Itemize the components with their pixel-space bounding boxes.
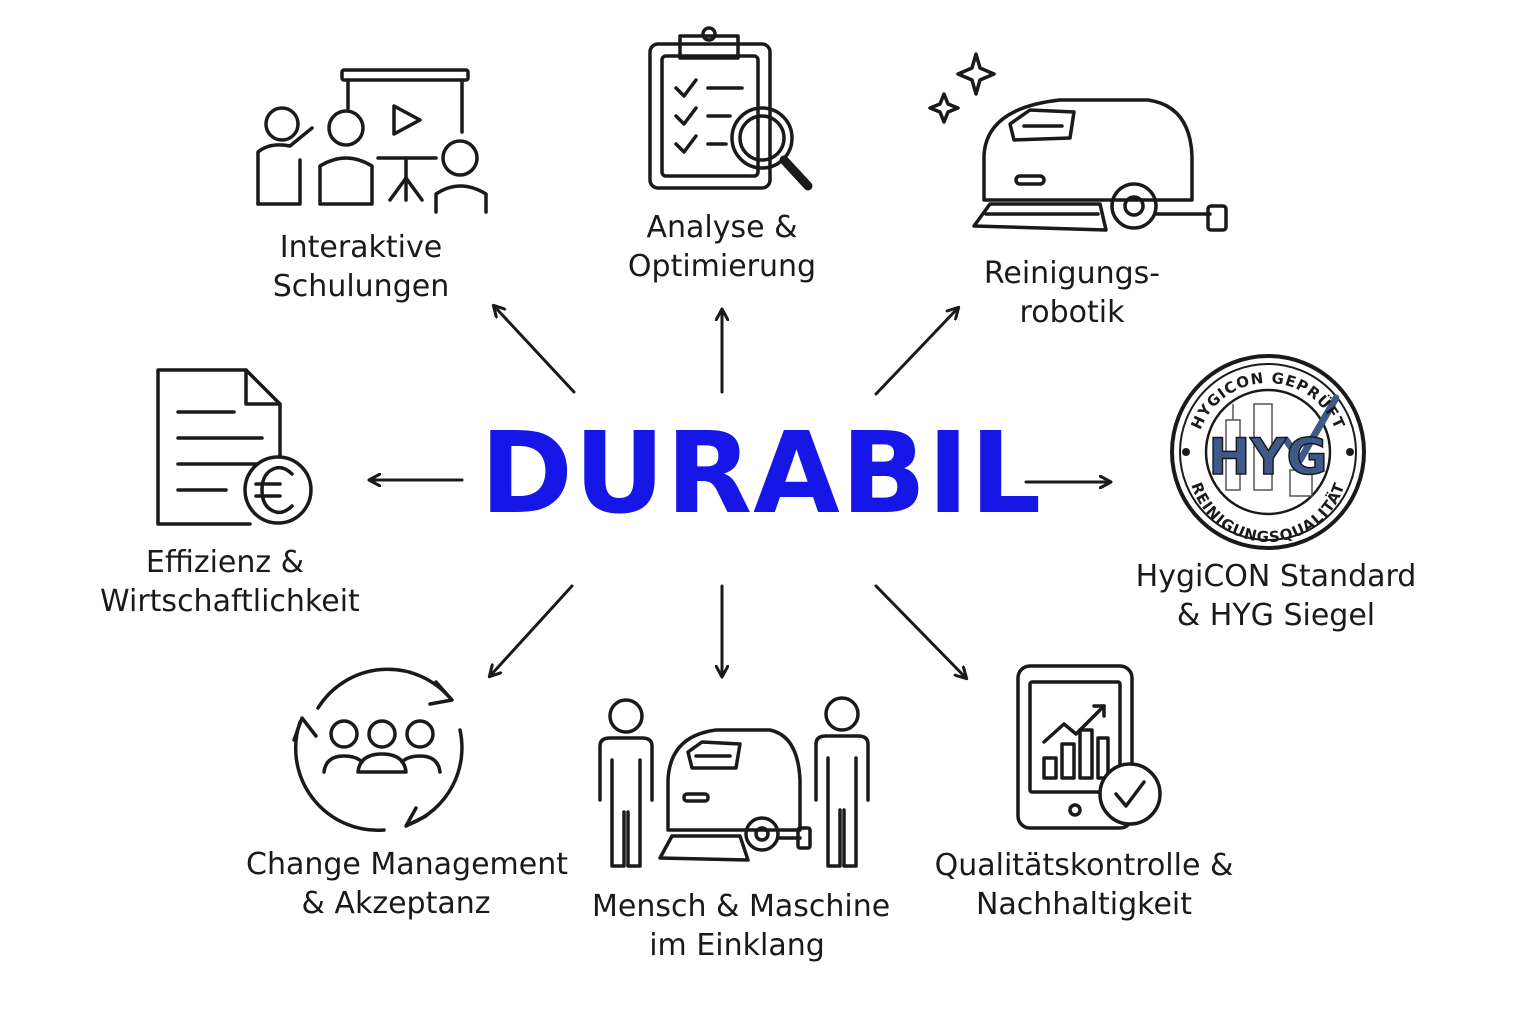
label-line: Nachhaltigkeit bbox=[975, 887, 1193, 922]
label-hygicon: HygiCON Standard & HYG Siegel bbox=[1126, 557, 1426, 635]
label-line: Mensch & Maschine bbox=[592, 889, 891, 924]
document-euro-icon bbox=[156, 368, 313, 526]
hyg-seal-icon: HYG HYGICON GEPRÜFT REINIGUNGSQUALITÄT bbox=[1170, 354, 1366, 550]
label-line: Optimierung bbox=[627, 249, 817, 284]
label-schulungen: Interaktive Schulungen bbox=[256, 228, 466, 306]
label-line: Reinigungs- bbox=[983, 256, 1161, 291]
label-line: Qualitätskontrolle & bbox=[934, 848, 1234, 883]
label-robotik: Reinigungs- robotik bbox=[964, 254, 1180, 332]
arrow-to-robotik bbox=[874, 308, 958, 396]
label-line: Wirtschaftlichkeit bbox=[100, 584, 360, 619]
label-line: & Akzeptanz bbox=[301, 886, 491, 921]
label-line: & HYG Siegel bbox=[1176, 598, 1376, 633]
presentation-training-icon bbox=[256, 68, 488, 214]
label-qualitaet: Qualitätskontrolle & Nachhaltigkeit bbox=[934, 846, 1234, 924]
label-line: Schulungen bbox=[272, 269, 450, 304]
arrow-to-schulungen bbox=[494, 306, 576, 394]
label-line: Change Management bbox=[246, 847, 569, 882]
label-mensch: Mensch & Maschine im Einklang bbox=[592, 887, 891, 965]
arrow-to-qualitaet bbox=[874, 584, 966, 678]
label-line: HygiCON Standard bbox=[1135, 559, 1417, 594]
cleaning-robot-icon bbox=[928, 52, 1228, 232]
tablet-chart-check-icon bbox=[1016, 664, 1162, 830]
label-line: Interaktive bbox=[279, 230, 443, 265]
seal-mark-text: HYG bbox=[1208, 428, 1327, 486]
label-line: robotik bbox=[1019, 295, 1125, 330]
team-cycle-icon bbox=[292, 667, 464, 832]
label-analyse: Analyse & Optimierung bbox=[612, 208, 832, 286]
label-line: im Einklang bbox=[649, 928, 825, 963]
label-line: Analyse & bbox=[646, 210, 798, 245]
label-line: Effizienz & bbox=[145, 545, 305, 580]
people-machine-icon bbox=[598, 696, 870, 868]
arrow-to-change bbox=[490, 584, 574, 676]
center-title: DURABIL bbox=[480, 409, 1043, 539]
label-effizienz: Effizienz & Wirtschaftlichkeit bbox=[100, 543, 360, 621]
clipboard-magnifier-icon bbox=[648, 26, 813, 191]
label-change: Change Management & Akzeptanz bbox=[246, 845, 569, 923]
